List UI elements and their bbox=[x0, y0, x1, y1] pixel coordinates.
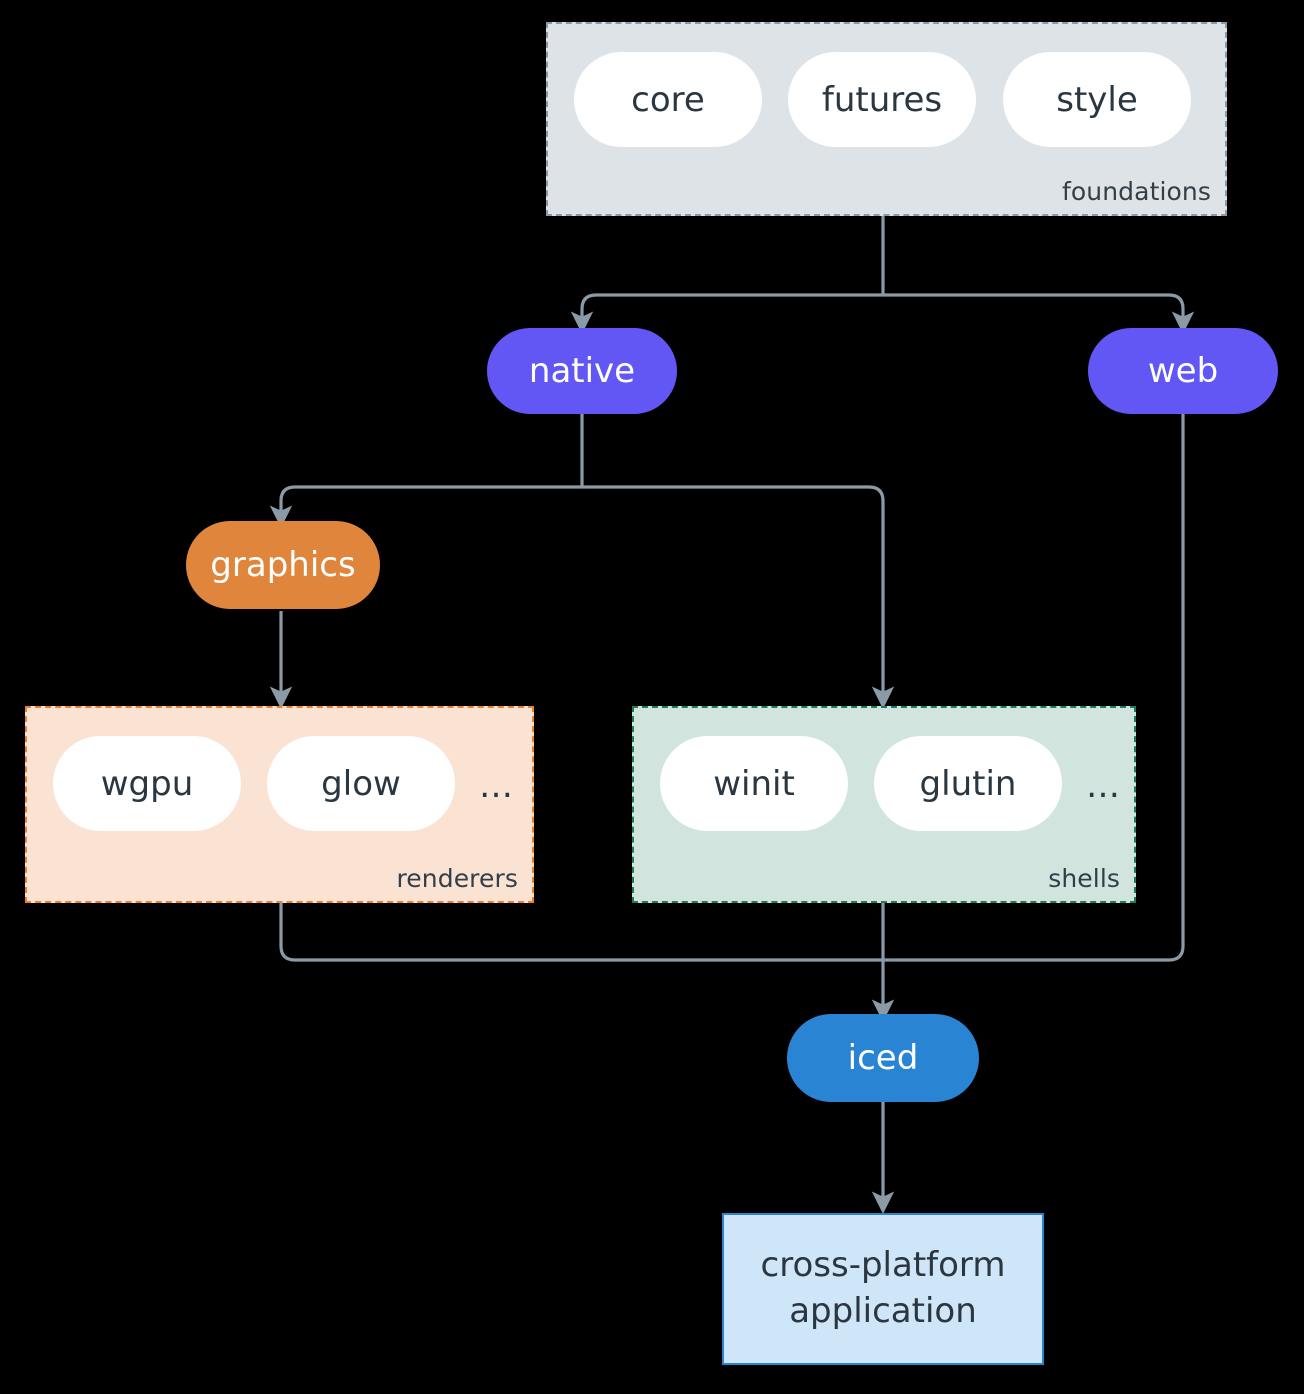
cluster-foundations-label: foundations bbox=[1062, 177, 1211, 206]
pill-style[interactable]: style bbox=[1003, 52, 1191, 147]
pill-wgpu[interactable]: wgpu bbox=[53, 736, 241, 831]
renderers-more-ellipsis: … bbox=[479, 766, 514, 806]
pill-futures-label: futures bbox=[821, 79, 943, 120]
node-graphics[interactable]: graphics bbox=[186, 521, 380, 609]
cluster-shells: winit glutin … shells bbox=[632, 706, 1136, 903]
edge-native-to-graphics bbox=[269, 485, 582, 528]
node-web[interactable]: web bbox=[1088, 328, 1278, 414]
cluster-renderers: wgpu glow … renderers bbox=[25, 706, 534, 903]
node-web-label: web bbox=[1147, 351, 1219, 391]
pill-wgpu-label: wgpu bbox=[100, 763, 194, 804]
cluster-foundations: core futures style foundations bbox=[546, 22, 1227, 216]
shells-more-ellipsis: … bbox=[1086, 766, 1121, 806]
node-application[interactable]: cross-platform application bbox=[722, 1213, 1044, 1365]
pill-glow-label: glow bbox=[321, 763, 401, 804]
pill-glutin-label: glutin bbox=[919, 763, 1017, 804]
renderers-more-label: … bbox=[479, 766, 514, 806]
pill-winit[interactable]: winit bbox=[660, 736, 848, 831]
node-graphics-label: graphics bbox=[210, 545, 356, 585]
edge-renderers-to-iced bbox=[279, 902, 883, 962]
node-native[interactable]: native bbox=[487, 328, 677, 414]
pill-core-label: core bbox=[631, 79, 705, 120]
node-iced-label: iced bbox=[847, 1038, 919, 1078]
edge-native-to-shells bbox=[582, 485, 895, 709]
node-application-label: cross-platform application bbox=[760, 1245, 1006, 1331]
pill-glow[interactable]: glow bbox=[267, 736, 455, 831]
pill-glutin[interactable]: glutin bbox=[874, 736, 1062, 831]
node-iced[interactable]: iced bbox=[787, 1014, 979, 1102]
pill-style-label: style bbox=[1056, 79, 1138, 120]
pill-core[interactable]: core bbox=[574, 52, 762, 147]
edge-foundations-to-web bbox=[883, 293, 1195, 334]
shells-more-label: … bbox=[1086, 766, 1121, 806]
node-native-label: native bbox=[528, 351, 636, 391]
cluster-shells-label: shells bbox=[1048, 864, 1120, 893]
pill-winit-label: winit bbox=[713, 763, 795, 804]
edge-foundations-to-native bbox=[570, 293, 883, 334]
cluster-renderers-label: renderers bbox=[396, 864, 518, 893]
pill-futures[interactable]: futures bbox=[788, 52, 976, 147]
